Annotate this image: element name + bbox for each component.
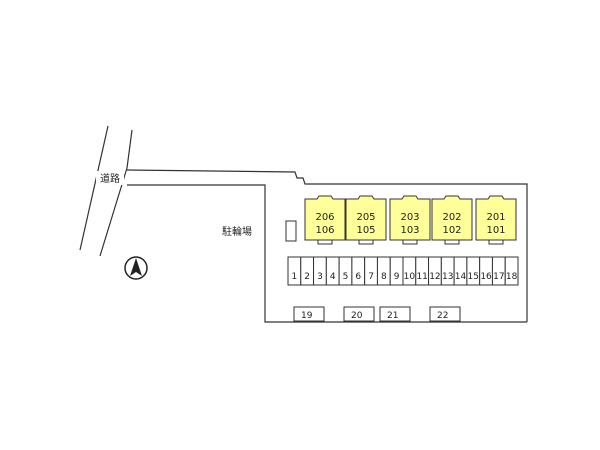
- parking-slot-number: 16: [480, 272, 492, 282]
- parking-slot-number: 2: [304, 272, 310, 282]
- parking-slot-number: 12: [429, 272, 440, 282]
- parking-slot-number: 10: [404, 272, 416, 282]
- parking-slot-number: 13: [442, 272, 453, 282]
- building-unit-step: [488, 239, 504, 245]
- unit-number-lower: 101: [486, 225, 505, 236]
- parking-slot-extra-number: 21: [387, 311, 398, 321]
- parking-slot-number: 17: [493, 272, 504, 282]
- parking-slot-number: 1: [292, 272, 298, 282]
- parking-slot-number: 4: [330, 272, 336, 282]
- building-unit-step: [402, 239, 418, 245]
- parking-slot-number: 8: [381, 272, 387, 282]
- unit-number-lower: 106: [315, 225, 334, 236]
- parking-slot-number: 5: [343, 272, 349, 282]
- parking-slot-number: 7: [368, 272, 374, 282]
- parking-slot-number: 14: [455, 272, 467, 282]
- building-unit-step: [444, 239, 460, 245]
- road-edge-right-top: [126, 129, 133, 169]
- parking-slot-number: 9: [394, 272, 400, 282]
- parking-slot-extra: [429, 306, 461, 322]
- parking-slot-number: 18: [506, 272, 518, 282]
- unit-number-lower: 105: [356, 225, 375, 236]
- parking-slot-number: 3: [317, 272, 323, 282]
- driveway-lower: [127, 184, 527, 323]
- building-unit-step: [358, 239, 374, 245]
- parking-slot-extra: [343, 306, 375, 322]
- parking-slot-number: 11: [416, 272, 427, 282]
- unit-number-lower: 103: [400, 225, 419, 236]
- driveway-upper: [126, 169, 528, 322]
- road-label-bg: [96, 171, 124, 185]
- parking-slot-extra-number: 22: [437, 311, 448, 321]
- unit-number-upper: 202: [442, 212, 461, 223]
- parking-slot-extra-number: 19: [301, 311, 313, 321]
- bicycle-parking-label: 駐輪場: [222, 225, 252, 238]
- unit-number-upper: 205: [356, 212, 375, 223]
- north-arrow-icon: [124, 256, 148, 280]
- bicycle-parking-box: [285, 220, 297, 242]
- parking-slot-number: 15: [468, 272, 479, 282]
- road-label: 道路: [100, 172, 120, 185]
- parking-slot-number: 6: [355, 272, 361, 282]
- unit-number-upper: 206: [315, 212, 334, 223]
- unit-number-lower: 102: [442, 225, 461, 236]
- parking-slot-extra-number: 20: [351, 311, 363, 321]
- parking-extra: 19 20 21 22: [293, 306, 461, 322]
- building-unit-step: [317, 239, 333, 245]
- unit-number-upper: 203: [400, 212, 419, 223]
- parking-slot-extra: [293, 306, 325, 322]
- road-edge-left: [79, 125, 109, 251]
- unit-number-upper: 201: [486, 212, 505, 223]
- parking-slot: [504, 256, 519, 286]
- parking-slot-extra: [379, 306, 411, 322]
